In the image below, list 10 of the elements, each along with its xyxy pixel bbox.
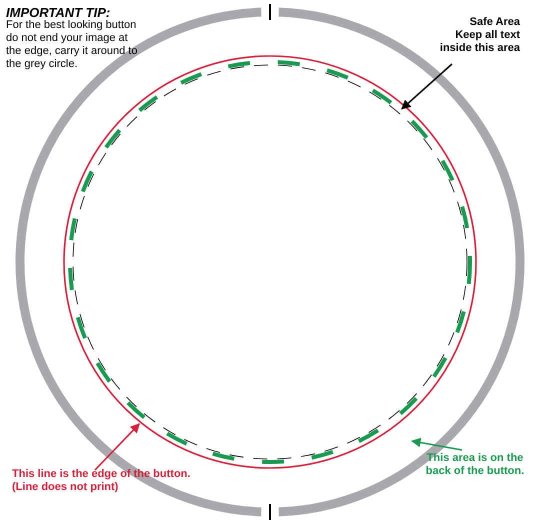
leader-arrow (401, 63, 453, 110)
note-text: Keep all text inside this area (438, 29, 520, 55)
leader-arrow (94, 423, 140, 471)
leader-arrow (411, 438, 462, 451)
note-text: Safe Area (468, 16, 520, 29)
tip-heading: IMPORTANT TIP: (6, 6, 112, 19)
note-text: (Line does not print) (12, 481, 120, 494)
tip-text: For the best looking button do not end your image at the edge, carry it around to the grey circle. (6, 19, 138, 71)
note-text: This area is on the back of the button. (425, 452, 525, 478)
note-text: This line is the edge of the button. (12, 468, 192, 481)
